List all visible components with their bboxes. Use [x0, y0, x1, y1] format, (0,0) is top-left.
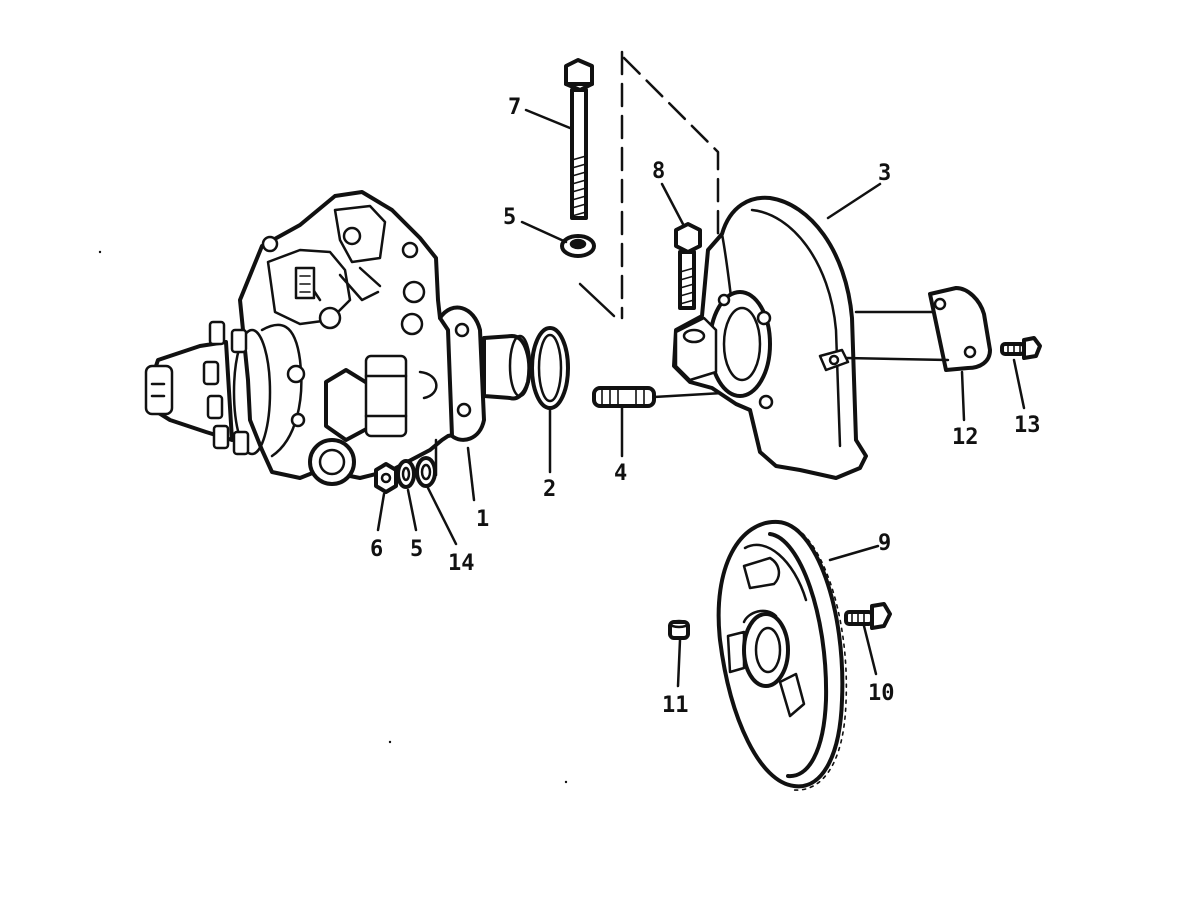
- callout-labels: 1 2 3 4 5 5 6 7 8 9 10 11 12 13 14: [370, 95, 1041, 718]
- cover-screw: [1000, 336, 1042, 360]
- callout-10: 10: [868, 681, 895, 706]
- callout-8: 8: [652, 159, 665, 184]
- drive-gear: [716, 519, 848, 791]
- o-ring: [530, 326, 570, 410]
- scan-specks: [98, 250, 568, 784]
- cover-plate: [844, 286, 992, 372]
- callout-1: 1: [476, 507, 489, 532]
- callout-14: 14: [448, 551, 475, 576]
- bolt-short: [674, 222, 702, 310]
- callout-7: 7: [508, 95, 521, 120]
- callout-13: 13: [1014, 413, 1041, 438]
- injection-pump: [144, 190, 532, 486]
- callout-5-bottom: 5: [410, 537, 423, 562]
- gear-housing: [672, 195, 868, 480]
- callout-4: 4: [614, 461, 627, 486]
- callout-11: 11: [662, 693, 689, 718]
- dowel-pin: [668, 619, 690, 640]
- callout-3: 3: [878, 161, 891, 186]
- gear-bolt: [844, 602, 892, 630]
- callout-6: 6: [370, 537, 383, 562]
- stud: [592, 386, 742, 408]
- nut-and-washers: [374, 456, 437, 494]
- washer-top: [560, 234, 596, 258]
- bolt-long: [564, 58, 594, 220]
- assembly-dash-lines: [578, 50, 720, 320]
- callout-9: 9: [878, 531, 891, 556]
- callout-5-top: 5: [503, 205, 516, 230]
- callout-2: 2: [543, 477, 556, 502]
- callout-12: 12: [952, 425, 979, 450]
- leader-lines: [376, 108, 1026, 688]
